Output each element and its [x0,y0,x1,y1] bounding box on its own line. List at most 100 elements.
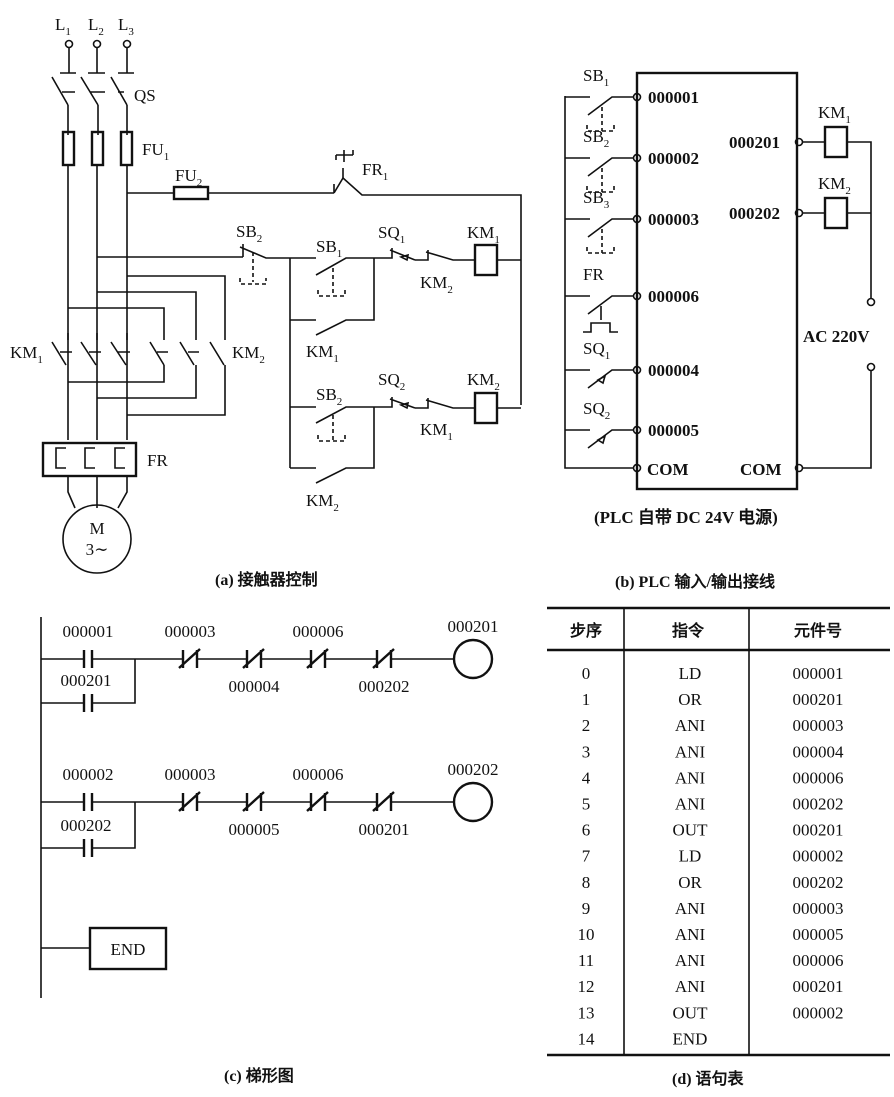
instruction-cell: OR [678,690,702,709]
qs-knife-switch [51,76,128,135]
km1-coil [473,243,499,277]
nc-contact [242,648,265,669]
header-instruction: 指令 [672,621,705,640]
header-step: 步序 [570,621,602,640]
statement-row: 3 ANI 000004 [582,742,844,761]
plc-input-3: SB3 000003 [565,188,699,254]
sb1-label: SB1 [316,237,342,260]
parallel-contact-label: 000202 [61,816,112,835]
km1-output-coil [823,125,849,159]
km1-main-label: KM1 [10,343,43,366]
ladder-rung-2: 0000030000050000060002010002020000020002… [41,760,499,857]
statement-row: 14 END [578,1029,708,1048]
instruction-cell: LD [679,664,702,683]
input-device-label: SB3 [583,188,610,211]
nc-contact [178,791,201,812]
line-label-l2: L2 [88,15,104,38]
nc-contact-label: 000005 [229,820,280,839]
instruction-cell: ANI [675,977,706,996]
parallel-no-contact [82,694,94,712]
km2-main-label: KM2 [232,343,265,366]
plc-box [635,71,799,491]
step-cell: 6 [582,821,591,840]
km2-output-coil [823,196,849,230]
input-terminal [632,365,642,375]
step-cell: 3 [582,742,591,761]
output-coil [452,781,494,823]
end-instruction-label: END [111,940,146,959]
sq2-label: SQ2 [378,370,405,393]
nc-contact-label: 000202 [359,677,410,696]
input-terminal [632,153,642,163]
element-cell: 000202 [793,795,844,814]
step-cell: 13 [578,1003,595,1022]
nc-contact-label: 000003 [165,765,216,784]
element-cell: 000006 [793,768,844,787]
instruction-cell: END [673,1029,708,1048]
instruction-cell: ANI [675,925,706,944]
input-com-label: COM [647,460,689,479]
fr1-label: FR1 [362,160,388,183]
step-cell: 14 [578,1029,596,1048]
instruction-cell: ANI [675,716,706,735]
km2-hold-label: KM2 [306,491,339,514]
element-cell: 000002 [793,847,844,866]
panel-a-contactor-control: L1 L2 L3 QS FU1 FU2 FR1 [10,15,522,589]
ladder-rung-1: 0000030000040000060002020002010000010002… [41,617,499,712]
nc-contact [306,791,329,812]
step-cell: 4 [582,768,591,787]
panel-a-caption: (a) 接触器控制 [215,570,318,589]
output-com-terminal [794,463,804,473]
parallel-contact-label: 000201 [61,671,112,690]
output-address-2: 000202 [729,204,780,223]
instruction-cell: OUT [673,821,709,840]
km2-coil-label: KM2 [467,370,500,393]
sb2-actuator [317,415,346,442]
element-cell: 000004 [793,742,845,761]
instruction-cell: OUT [673,1003,709,1022]
coil-label: 000201 [448,617,499,636]
input-terminal [632,92,642,102]
step-cell: 11 [578,951,594,970]
coil-label: 000202 [448,760,499,779]
input-address: 000002 [648,149,699,168]
fr-thermal-relay [41,441,138,478]
element-cell: 000006 [793,951,844,970]
nc-contact-label: 000003 [165,622,216,641]
ac-terminal-top [866,297,876,307]
supply-terminals [60,39,134,74]
instruction-cell: ANI [675,768,706,787]
nc-contact [372,648,395,669]
panel-d-caption: (d) 语句表 [672,1069,745,1088]
element-cell: 000201 [793,977,844,996]
fu1-fuses [61,130,134,167]
ac-terminal-bottom [866,362,876,372]
input-address: 000003 [648,210,699,229]
fu2-label: FU2 [175,166,202,189]
instruction-cell: OR [678,873,702,892]
km2-nc-label: KM2 [420,273,453,296]
step-cell: 12 [578,977,595,996]
motor-phase-label: 3∼ [86,540,109,559]
statement-row: 12 ANI 000201 [578,977,844,996]
sb2-label: SB2 [316,385,342,408]
input-device-label: SB1 [583,66,609,89]
statement-row: 4 ANI 000006 [582,768,844,787]
output-address-1: 000201 [729,133,780,152]
output-com-label: COM [740,460,782,479]
km2-output-label: KM2 [818,174,851,197]
sq1-label: SQ1 [378,223,405,246]
instruction-cell: ANI [675,742,706,761]
ac-supply-label: AC 220V [803,327,870,346]
step-cell: 9 [582,899,591,918]
fr-label: FR [147,451,168,470]
